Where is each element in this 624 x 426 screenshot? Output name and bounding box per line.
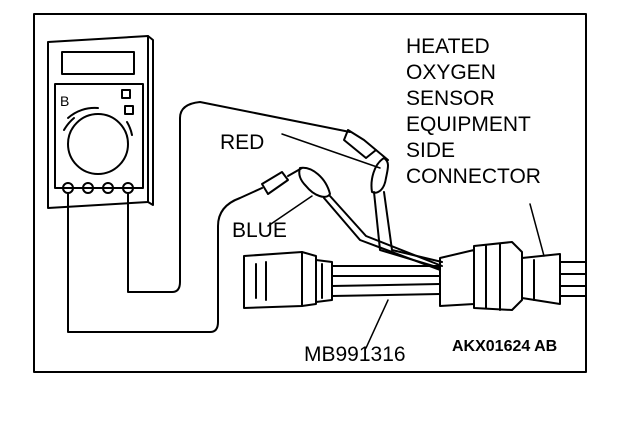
figure-code: AKX01624 AB: [452, 338, 558, 355]
multimeter-jack: [82, 182, 94, 194]
multimeter-display: [61, 51, 135, 75]
sensor-connector-label: HEATED OXYGEN SENSOR EQUIPMENT SIDE CONN…: [406, 34, 541, 190]
label-line: HEATED: [406, 35, 490, 58]
multimeter-range-mark: B: [60, 93, 69, 109]
red-label: RED: [220, 131, 265, 154]
harness-left-connector: [243, 251, 333, 309]
harness-right-connector: [439, 241, 587, 311]
label-line: OXYGEN: [406, 61, 496, 84]
lead-wire-black: [67, 187, 263, 333]
multimeter-button: [121, 89, 131, 99]
tool-pointer: [365, 299, 389, 349]
diagram-frame: [33, 13, 587, 373]
red-pointer: [281, 133, 381, 169]
label-line: SIDE: [406, 139, 456, 162]
harness-wires: [331, 265, 441, 297]
label-line: CONNECTOR: [406, 165, 541, 188]
lead-wire-red: [127, 101, 351, 293]
blue-probe: [261, 166, 331, 198]
tool-number-label: MB991316: [304, 343, 406, 366]
label-line: SENSOR: [406, 87, 495, 110]
label-line: EQUIPMENT: [406, 113, 531, 136]
multimeter-button: [124, 105, 134, 115]
blue-pointer: [267, 195, 313, 227]
multimeter-jack: [102, 182, 114, 194]
blue-label: BLUE: [232, 219, 287, 242]
multimeter-dial: [67, 113, 129, 175]
connector-pointer: [529, 203, 545, 257]
red-probe: [343, 129, 389, 194]
multimeter: B: [47, 35, 154, 209]
